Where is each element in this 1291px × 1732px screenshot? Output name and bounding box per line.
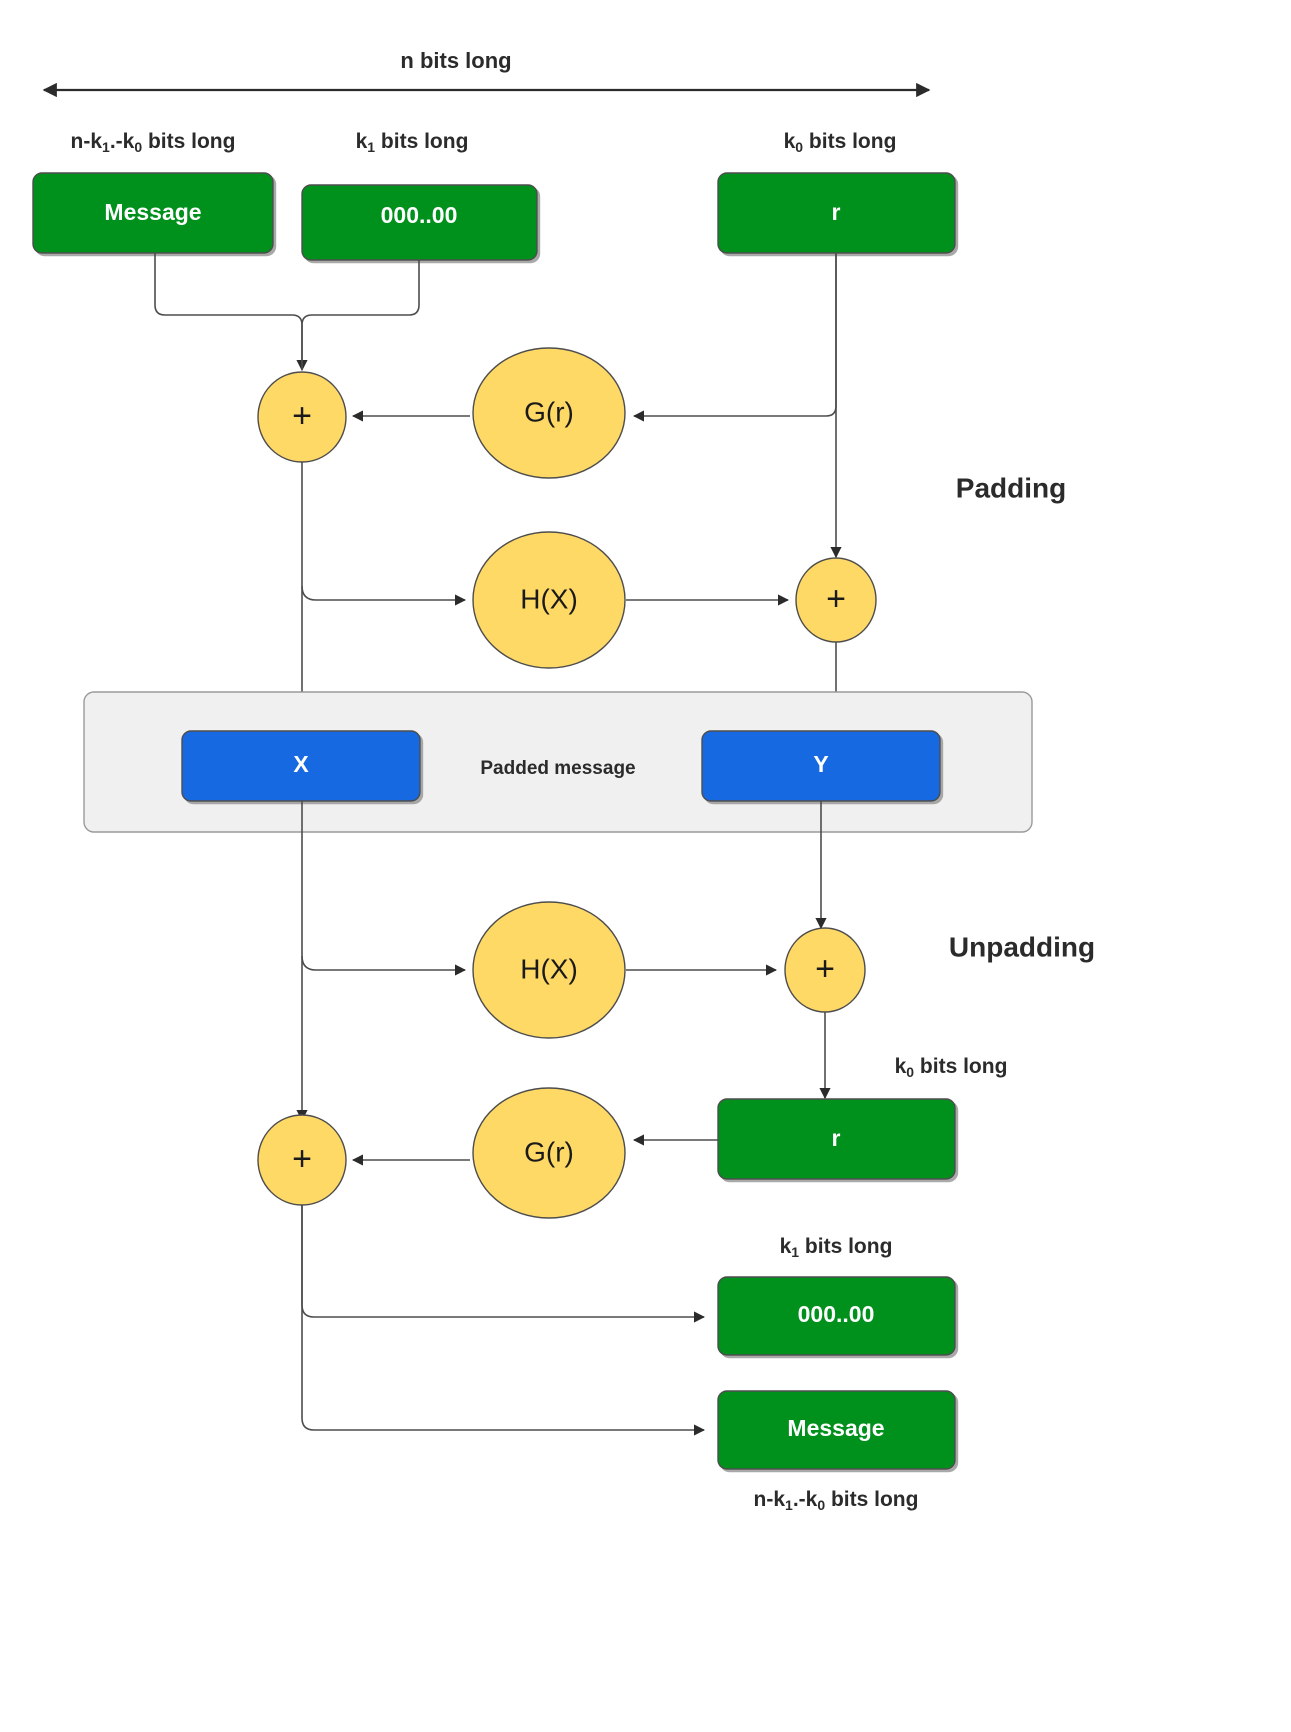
xor-node-2[interactable]: + [795,557,877,643]
r-box-top-label: r [832,199,841,225]
xor-node-3-label: + [815,950,835,988]
edge-x-to-h-bottom [301,955,467,976]
g-function-top-shape[interactable] [472,347,626,479]
r-box-bottom[interactable]: r [717,1098,956,1180]
xor-node-3[interactable]: + [784,927,866,1013]
padding-section-label: Padding [956,472,1066,503]
edge-xor4-to-message-bottom [301,1205,706,1436]
caption-zeros-top: k1 bits long [356,130,469,155]
message-box-top-rect[interactable] [32,172,274,254]
g-function-bottom-shape[interactable] [472,1087,626,1219]
x-block[interactable]: X [181,730,421,802]
padded-message-label: Padded message [480,758,635,779]
caption-message-bottom: n-k1.-k0 bits long [754,1488,919,1513]
message-box-bottom-rect[interactable] [717,1390,956,1470]
r-box-bottom-rect[interactable] [717,1098,956,1180]
h-function-bottom[interactable]: H(X) [472,901,626,1039]
h-function-top-shape[interactable] [472,531,626,669]
r-box-top[interactable]: r [717,172,956,254]
message-box-bottom[interactable]: Message [717,1390,956,1470]
xor-node-1-label: + [292,397,312,435]
zeros-box-bottom[interactable]: 000..00 [717,1276,956,1356]
h-function-top-label: H(X) [520,583,578,614]
h-function-bottom-label: H(X) [520,953,578,984]
message-box-bottom-label: Message [787,1415,884,1441]
y-block[interactable]: Y [701,730,941,802]
message-box-top-label: Message [104,199,201,225]
r-box-bottom-label: r [832,1125,841,1151]
h-function-top[interactable]: H(X) [472,531,626,669]
caption-zeros-bottom: k1 bits long [780,1235,893,1260]
xor-node-2-label: + [826,580,846,618]
edge-x-to-h-top [301,585,467,606]
g-function-top[interactable]: G(r) [472,347,626,479]
unpadding-section-label: Unpadding [949,931,1095,962]
n-bits-dimension: n bits long [42,48,931,98]
caption-message-top: n-k1.-k0 bits long [71,130,236,155]
caption-r-top: k0 bits long [784,130,897,155]
x-block-rect[interactable] [181,730,421,802]
n-bits-long-label: n bits long [400,48,511,73]
zeros-box-top-label: 000..00 [381,202,458,228]
g-function-top-label: G(r) [524,396,574,427]
zeros-box-bottom-label: 000..00 [798,1301,875,1327]
g-function-bottom[interactable]: G(r) [472,1087,626,1219]
y-block-label: Y [813,751,828,777]
edge-xor4-to-zeros-bottom [301,1205,706,1323]
g-function-bottom-label: G(r) [524,1136,574,1167]
xor-node-4-label: + [292,1140,312,1178]
h-function-bottom-shape[interactable] [472,901,626,1039]
xor-node-1[interactable]: + [257,371,347,463]
top-captions: n-k1.-k0 bits long k1 bits long k0 bits … [71,130,897,155]
edge-zeros-to-xor1 [301,260,420,370]
message-box-top[interactable]: Message [32,172,274,254]
zeros-box-bottom-rect[interactable] [717,1276,956,1356]
x-block-label: X [293,751,309,777]
caption-r-bottom: k0 bits long [895,1055,1008,1080]
edge-r-to-g-top [632,253,837,422]
edge-message-to-xor1 [154,253,308,372]
xor-node-4[interactable]: + [257,1114,347,1206]
zeros-box-top[interactable]: 000..00 [301,184,538,261]
